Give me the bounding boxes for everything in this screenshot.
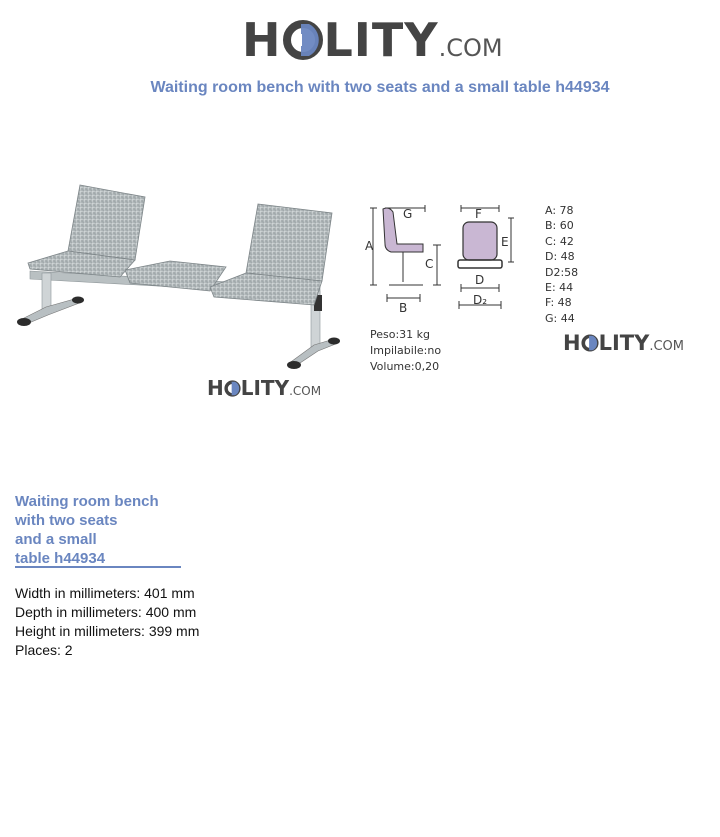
logo-letters-lity: LITY xyxy=(323,13,439,67)
spec-f: F: 48 xyxy=(545,296,572,310)
label-d2: D₂ xyxy=(473,293,487,307)
product-image xyxy=(17,184,340,369)
watermark-logo-product: H LITY.COM xyxy=(207,376,322,400)
label-f: F xyxy=(475,207,482,221)
detail-height: Height in millimeters: 399 mm xyxy=(15,623,200,639)
label-e: E xyxy=(501,235,509,249)
property-stackable: Impilabile:no xyxy=(370,344,442,357)
label-a: A xyxy=(365,239,374,253)
spec-c: C: 42 xyxy=(545,234,574,248)
page-title: Waiting room bench with two seats and a … xyxy=(150,79,610,96)
heading-underline xyxy=(15,566,181,568)
label-g: G xyxy=(403,207,412,221)
spec-g: G: 44 xyxy=(545,311,575,325)
logo-domain: .COM xyxy=(438,34,503,62)
detail-width: Width in millimeters: 401 mm xyxy=(15,585,195,601)
spec-b: B: 60 xyxy=(545,219,574,233)
logo-o-icon xyxy=(224,378,241,397)
watermark-logo-diagram: H LITY.COM xyxy=(563,331,684,355)
product-details: Width in millimeters: 401 mm Depth in mi… xyxy=(15,584,199,660)
spec-d2: D2:58 xyxy=(545,265,579,279)
logo-letter-h: H xyxy=(242,13,282,67)
label-d: D xyxy=(475,273,484,287)
detail-depth: Depth in millimeters: 400 mm xyxy=(15,604,197,620)
detail-places: Places: 2 xyxy=(15,642,73,658)
spec-a: A: 78 xyxy=(545,204,574,217)
property-list: Peso:31 kg Impilabile:no Volume:0,20 xyxy=(370,327,441,375)
brand-logo[interactable]: H LITY.COM xyxy=(242,13,503,67)
label-b: B xyxy=(399,301,407,315)
property-volume: Volume:0,20 xyxy=(370,360,440,373)
logo-o-icon xyxy=(581,333,599,352)
logo-o-icon xyxy=(282,18,323,60)
product-heading: Waiting room bench with two seats and a … xyxy=(15,493,159,567)
property-weight: Peso:31 kg xyxy=(370,328,431,341)
dimension-diagram: G A C B F E D D₂ xyxy=(365,205,514,315)
spec-e: E: 44 xyxy=(545,281,574,295)
label-c: C xyxy=(425,257,433,271)
spec-d: D: 48 xyxy=(545,250,575,264)
spec-list: A: 78 B: 60 C: 42 D: 48 D2:58 E: 44 F: 4… xyxy=(545,203,578,326)
